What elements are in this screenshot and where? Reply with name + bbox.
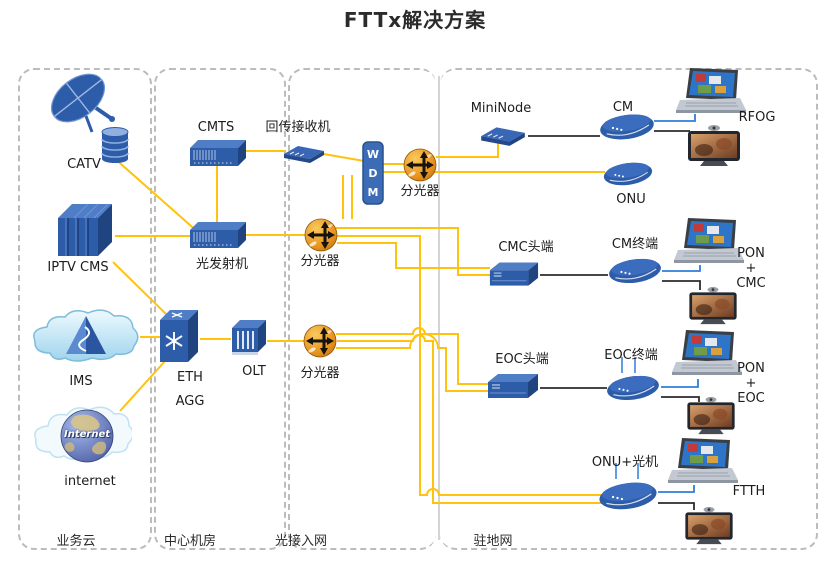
laptop-icon-cmc	[674, 218, 744, 263]
panel-optical-access	[288, 68, 436, 550]
onu-optical-modem-icon	[599, 482, 657, 510]
mininode-device-icon	[481, 127, 525, 146]
splitter-icon-2	[304, 218, 338, 252]
eth-agg-label: ETH AGG	[175, 370, 205, 409]
column-label-service-cloud: 业务云	[56, 534, 96, 549]
return-receiver-label: 回传接收机	[265, 120, 331, 135]
iptv-cms-label: IPTV CMS	[47, 260, 109, 275]
eoc-terminal-label: EOC终端	[604, 348, 658, 363]
optical-transmitter-label: 光发射机	[195, 257, 248, 272]
ims-label: IMS	[69, 374, 93, 389]
return-receiver-device-icon	[284, 146, 324, 163]
panel-service-cloud	[18, 68, 152, 550]
mininode-label: MiniNode	[470, 101, 532, 116]
pon-cmc-label: PON + CMC	[736, 246, 766, 291]
olt-device-icon	[232, 320, 266, 355]
olt-label: OLT	[242, 364, 266, 379]
internet-globe-text: Internet	[63, 429, 110, 440]
eoc-headend-device-icon	[488, 374, 538, 398]
satellite-dish-icon	[51, 73, 115, 133]
splitter-icon-3	[303, 324, 337, 358]
eoc-terminal-modem-icon	[607, 375, 659, 401]
cm-modem-icon	[600, 114, 654, 140]
tv-icon-cmc	[689, 286, 737, 325]
column-label-central-office: 中心机房	[163, 534, 216, 549]
rfog-label: RFOG	[738, 110, 776, 125]
ftth-label: FTTH	[732, 484, 766, 499]
cm-terminal-label: CM终端	[611, 237, 659, 252]
cmc-headend-device-icon	[489, 262, 539, 286]
splitter-label-2: 分光器	[300, 254, 340, 269]
internet-cloud-icon	[34, 406, 132, 463]
catv-label: CATV	[67, 157, 101, 172]
onu-optical-label: ONU+光机	[591, 455, 659, 470]
iptv-cms-server-icon	[58, 203, 112, 256]
cmc-headend-label: CMC头端	[498, 240, 554, 255]
cm-label: CM	[612, 100, 634, 115]
internet-label: internet	[64, 474, 116, 489]
onu-label: ONU	[616, 192, 646, 207]
eth-agg-switch-icon	[160, 310, 198, 362]
pon-eoc-label: PON + EOC	[737, 361, 765, 406]
wdm-device-icon	[362, 141, 384, 205]
cmts-label: CMTS	[197, 120, 235, 135]
tv-icon-rfog	[688, 125, 740, 166]
splitter-label-3: 分光器	[300, 366, 340, 381]
tv-icon-ftth	[685, 506, 733, 545]
laptop-icon-eoc	[672, 330, 742, 375]
optical-transmitter-device-icon	[190, 222, 246, 248]
cmts-device-icon	[190, 140, 246, 166]
panel-central-office	[154, 68, 286, 550]
divider-line	[438, 76, 440, 540]
panel-premises	[440, 68, 818, 550]
tv-icon-eoc	[687, 396, 735, 435]
onu-modem-icon	[603, 162, 653, 186]
eoc-headend-label: EOC头端	[495, 352, 549, 367]
wdm-label: W D M	[366, 148, 380, 199]
splitter-label-1: 分光器	[400, 184, 440, 199]
column-label-premises: 驻地网	[473, 534, 513, 549]
ims-cloud-icon	[33, 309, 139, 362]
laptop-icon-ftth	[668, 438, 738, 483]
splitter-icon-1	[403, 148, 437, 182]
diagram-title: FTTx解决方案	[343, 8, 487, 32]
column-label-optical-access: 光接入网	[274, 534, 327, 549]
cm-terminal-modem-icon	[609, 258, 661, 284]
laptop-icon-rfog	[676, 68, 746, 113]
database-cylinder-icon	[101, 127, 129, 163]
